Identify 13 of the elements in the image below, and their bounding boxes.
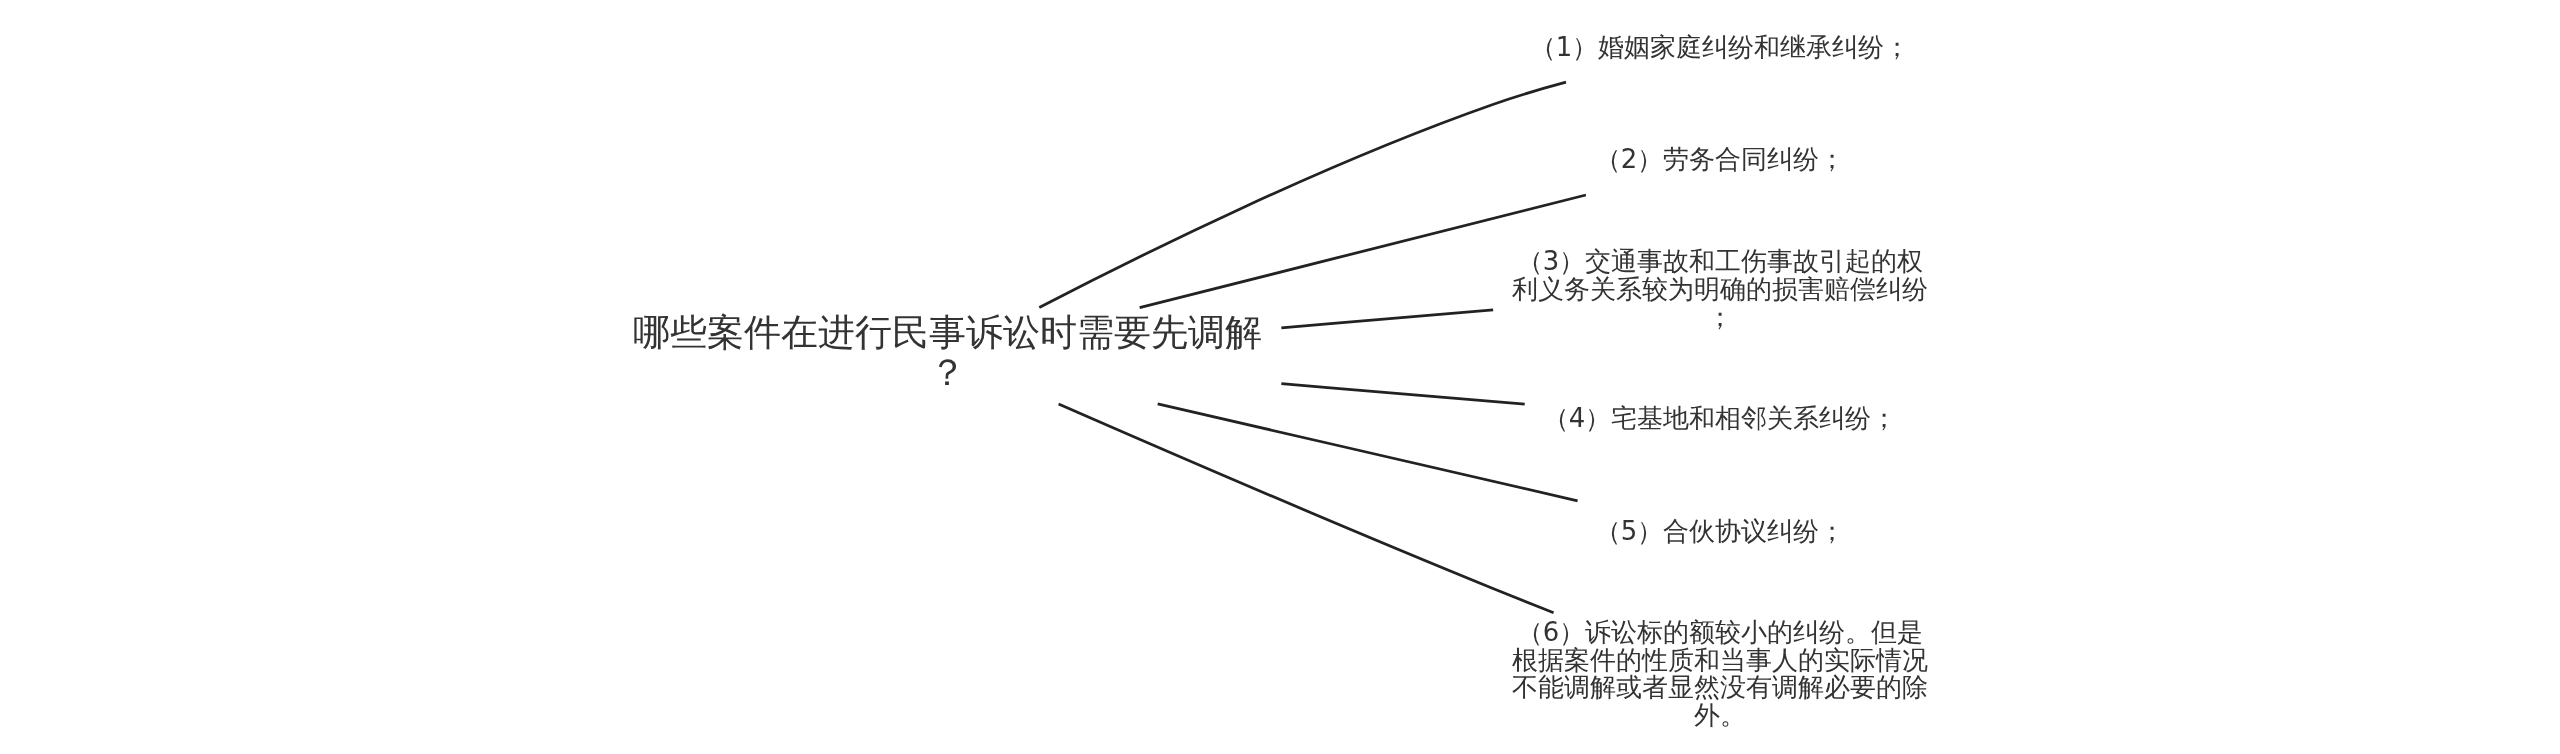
connector: [1058, 402, 1555, 614]
node-text: （3）交通事故和工伤事故引起的权利义务关系较为明确的损害赔偿纠纷；: [1512, 246, 1929, 332]
connector: [1157, 402, 1578, 503]
node-text: 哪些案件在进行民事诉讼时需要先调解？: [632, 310, 1262, 395]
node-text: （1）婚姻家庭纠纷和继承纠纷；: [1529, 31, 1911, 62]
node-text: （2）劳务合同纠纷；: [1594, 144, 1846, 175]
connector: [1281, 382, 1525, 406]
connector: [1038, 80, 1567, 309]
connector: [1281, 308, 1494, 330]
node-text: （4）宅基地和相邻关系纠纷；: [1542, 403, 1898, 434]
node-text: （6）诉讼标的额较小的纠纷。但是根据案件的性质和当事人的实际情况不能调解或者显然没有调解必要的除外。: [1512, 616, 1929, 731]
connector: [1139, 193, 1587, 309]
node-text: （5）合伙协议纠纷；: [1594, 516, 1846, 547]
